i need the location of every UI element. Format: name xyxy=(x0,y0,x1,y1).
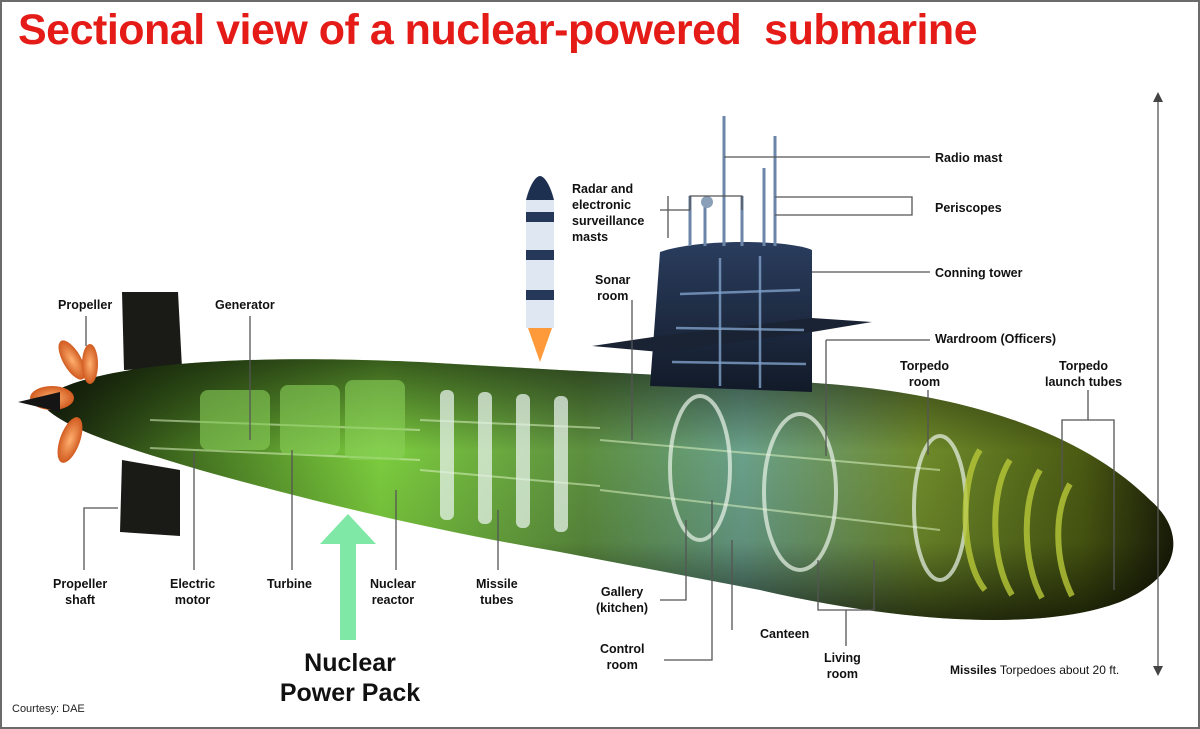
label-control-room: Control room xyxy=(600,642,645,672)
label-gallery: Gallery (kitchen) xyxy=(596,585,649,615)
label-wardroom: Wardroom (Officers) xyxy=(935,332,1057,346)
sail-planes xyxy=(592,318,872,352)
label-radar-masts: Radar and electronic surveillance masts xyxy=(572,182,645,244)
label-propeller-shaft: Propeller shaft xyxy=(53,577,108,607)
label-propeller: Propeller xyxy=(58,298,113,312)
label-missile-tubes: Missile tubes xyxy=(476,577,518,607)
label-canteen: Canteen xyxy=(760,627,810,641)
bulkheads xyxy=(668,394,968,582)
conning-tower xyxy=(650,242,812,392)
lower-rudder xyxy=(120,460,180,536)
scale-rest: Torpedoes about 20 ft. xyxy=(996,663,1120,677)
label-generator: Generator xyxy=(215,298,275,312)
courtesy-note: Courtesy: DAE xyxy=(12,703,85,715)
label-torpedo-room: Torpedo room xyxy=(900,359,950,389)
label-living-room: Living room xyxy=(824,651,861,681)
label-sonar-room: Sonar room xyxy=(595,273,631,303)
scale-note: Missiles Torpedoes about 20 ft. xyxy=(950,663,1119,677)
label-turbine: Turbine xyxy=(267,577,312,591)
label-conning-tower: Conning tower xyxy=(935,266,1023,280)
label-radio-mast: Radio mast xyxy=(935,151,1003,165)
upper-rudder xyxy=(122,292,182,370)
nuclear-power-pack-label: Nuclear Power Pack xyxy=(279,649,421,707)
page-title: Sectional view of a nuclear-powered subm… xyxy=(18,6,978,54)
masts xyxy=(688,116,777,246)
leader-lines xyxy=(83,96,1159,672)
missile xyxy=(526,176,554,362)
label-periscopes: Periscopes xyxy=(935,201,1002,215)
engine-components xyxy=(200,380,405,460)
radar-dome xyxy=(701,196,713,208)
label-electric-motor: Electric motor xyxy=(170,577,216,607)
missile-tube-columns xyxy=(440,390,568,532)
scale-arrow-bottom xyxy=(1153,666,1163,676)
power-pack-arrow xyxy=(320,514,376,640)
torpedo-ribs xyxy=(962,448,1075,600)
scale-arrow-top xyxy=(1153,92,1163,102)
label-torpedo-launch-tubes: Torpedo launch tubes xyxy=(1045,359,1123,389)
label-nuclear-reactor: Nuclear reactor xyxy=(370,577,416,607)
tower-decks xyxy=(671,256,807,388)
scale-bold: Missiles xyxy=(950,663,997,677)
propeller-shaft-cone xyxy=(18,392,60,412)
